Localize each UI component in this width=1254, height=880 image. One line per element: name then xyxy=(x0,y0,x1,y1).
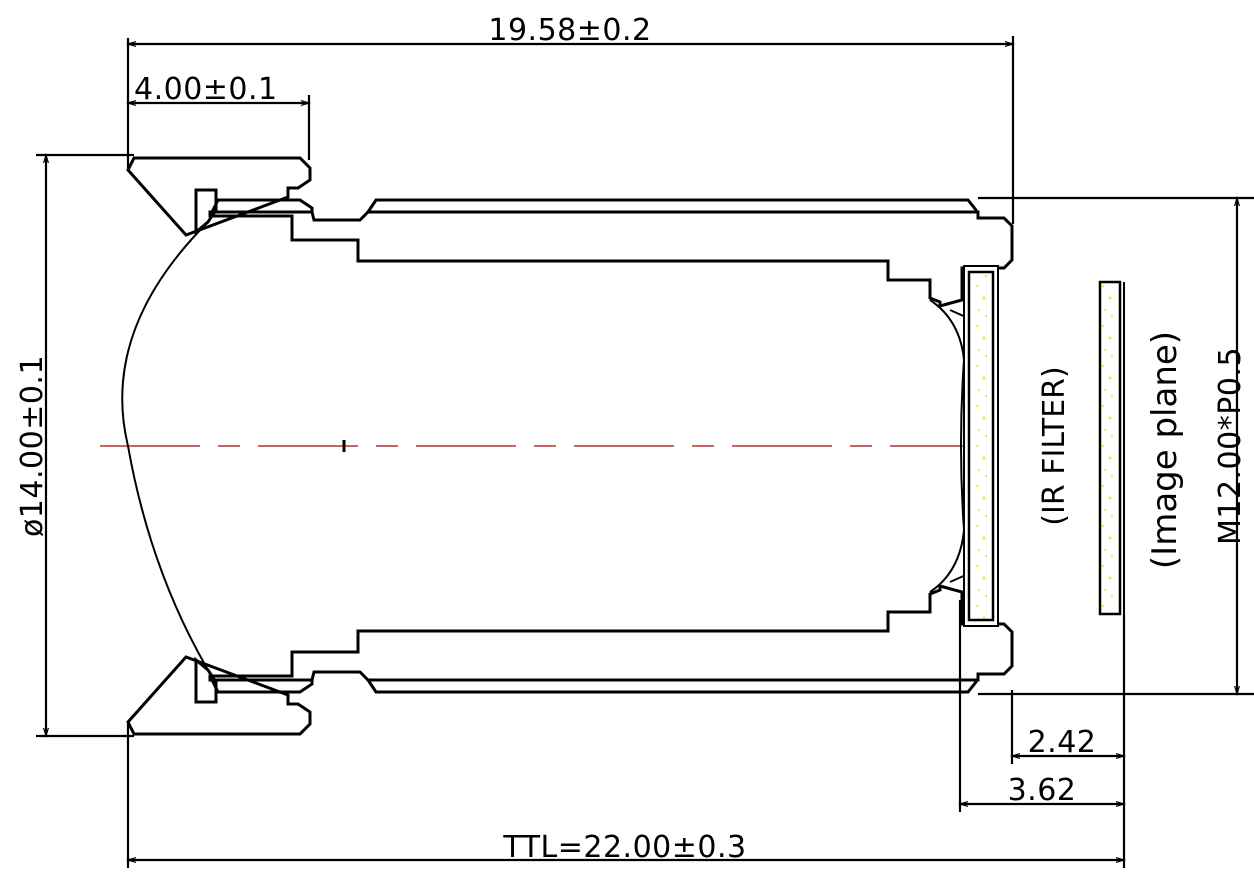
front-cap-bottom xyxy=(126,655,312,736)
spacer-bottom xyxy=(209,678,978,694)
dim-ttl-text: TTL=22.00±0.3 xyxy=(502,830,746,865)
dim-outer-diameter: ø14.00±0.1 xyxy=(15,152,134,739)
dim-outer-diameter-text: ø14.00±0.1 xyxy=(15,355,50,537)
dim-cap-length-text: 4.00±0.1 xyxy=(134,72,278,107)
dim-barrel-length: 19.58±0.2 xyxy=(125,13,1016,224)
dim-total-track-length: TTL=22.00±0.3 xyxy=(125,736,1127,868)
dim-thread-text: M12.00*P0.5 xyxy=(1213,347,1248,545)
ir-filter xyxy=(963,265,999,627)
optical-axis-centerline xyxy=(100,440,1000,452)
dim-filter-to-image-text: 2.42 xyxy=(1028,725,1097,760)
front-lens-element xyxy=(121,221,209,671)
spacer-top xyxy=(209,198,978,214)
barrel-bottom xyxy=(208,584,1014,682)
dim-back-focal-text: 3.62 xyxy=(1008,773,1077,808)
dim-thread: M12.00*P0.5 xyxy=(978,195,1254,697)
barrel-top xyxy=(208,210,1014,308)
dim-filter-to-image: 2.42 xyxy=(1009,614,1127,868)
front-cap-top xyxy=(126,156,312,237)
dim-barrel-length-text: 19.58±0.2 xyxy=(488,13,651,48)
image-plane-glass xyxy=(1098,280,1125,616)
dim-back-focal: 3.62 xyxy=(957,600,1127,812)
ir-filter-label: (IR FILTER) xyxy=(1037,366,1072,525)
image-plane-label: (Image plane) xyxy=(1145,331,1185,569)
dim-cap-length: 4.00±0.1 xyxy=(125,72,312,160)
